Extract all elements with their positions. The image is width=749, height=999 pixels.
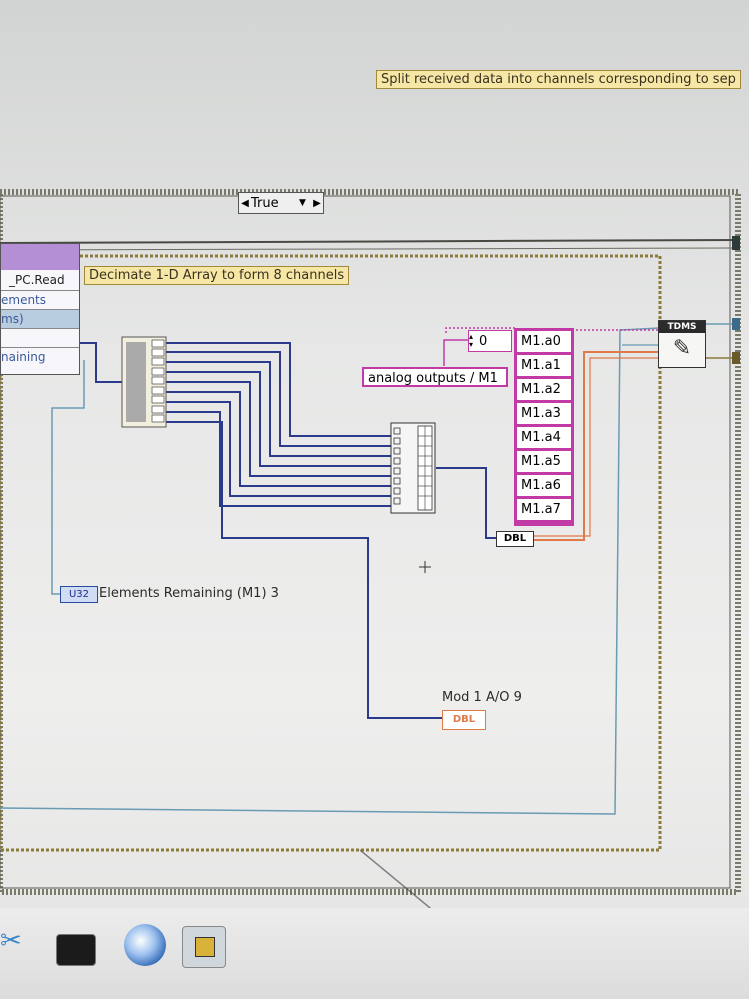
analog-outputs-constant[interactable]: analog outputs / M1 [362,367,508,387]
numeric-constant[interactable]: ▴▾ 0 [468,330,512,352]
inner-case-border [0,254,662,852]
constant-value: 0 [479,333,488,349]
channel-m1-a0[interactable]: M1.a0 [517,331,571,352]
property-row-elements[interactable]: ements [1,291,79,310]
scissors-icon[interactable]: ✂ [0,926,22,956]
property-row-read[interactable]: _PC.Read [1,270,79,291]
u32-type-label: U32 [68,589,90,600]
analog-outputs-label: analog outputs / M1 [368,371,498,386]
dbl-terminal-label: DBL [503,533,527,544]
channel-m1-a4[interactable]: M1.a4 [517,427,571,448]
mod1-type-label: DBL [452,714,476,725]
channel-m1-a2[interactable]: M1.a2 [517,379,571,400]
case-dropdown-icon[interactable]: ▼ [299,198,306,208]
case-selector-value: True [251,195,279,211]
command-prompt-icon[interactable] [56,934,96,966]
channel-m1-a3[interactable]: M1.a3 [517,403,571,424]
labview-vi-icon[interactable] [182,926,226,968]
mod1-ao9-indicator[interactable]: DBL [442,710,486,730]
elements-remaining-indicator[interactable]: U32 [60,586,98,603]
tdms-write-node[interactable]: TDMS ✎ [658,320,706,368]
property-node[interactable]: _PC.Read ements ms) naining [0,243,80,375]
mod1-ao9-label: Mod 1 A/O 9 [442,690,522,705]
channel-cluster[interactable]: M1.a0 M1.a1 M1.a2 M1.a3 M1.a4 M1.a5 M1.a… [514,328,574,526]
property-node-header [1,244,79,270]
property-row-remaining[interactable]: naining [1,350,46,364]
case-decrement-icon[interactable]: ◀ [241,197,249,209]
channel-m1-a5[interactable]: M1.a5 [517,451,571,472]
case-increment-icon[interactable]: ▶ [313,197,321,209]
case-selector[interactable]: ◀ True ▼ ▶ [238,192,324,214]
property-row-blank[interactable] [1,329,79,348]
dbl-terminal[interactable]: DBL [496,531,534,547]
taskbar: ✂ [0,908,749,999]
channel-m1-a1[interactable]: M1.a1 [517,355,571,376]
elements-remaining-label: Elements Remaining (M1) 3 [99,586,279,601]
comment-split-channels[interactable]: Split received data into channels corres… [376,70,741,89]
labview-logo-icon[interactable] [124,924,166,966]
property-row-ms[interactable]: ms) [1,310,79,329]
case-structure-border [0,189,741,895]
decimate-array-node[interactable] [121,336,167,428]
comment-decimate[interactable]: Decimate 1-D Array to form 8 channels [84,266,350,285]
build-array-node[interactable] [390,422,436,514]
channel-m1-a7[interactable]: M1.a7 [517,499,571,520]
pencil-icon: ✎ [672,336,692,361]
channel-m1-a6[interactable]: M1.a6 [517,475,571,496]
tdms-label: TDMS [659,321,705,333]
increment-arrows-icon: ▴▾ [469,332,474,349]
crosshair-cursor-icon [419,561,431,573]
